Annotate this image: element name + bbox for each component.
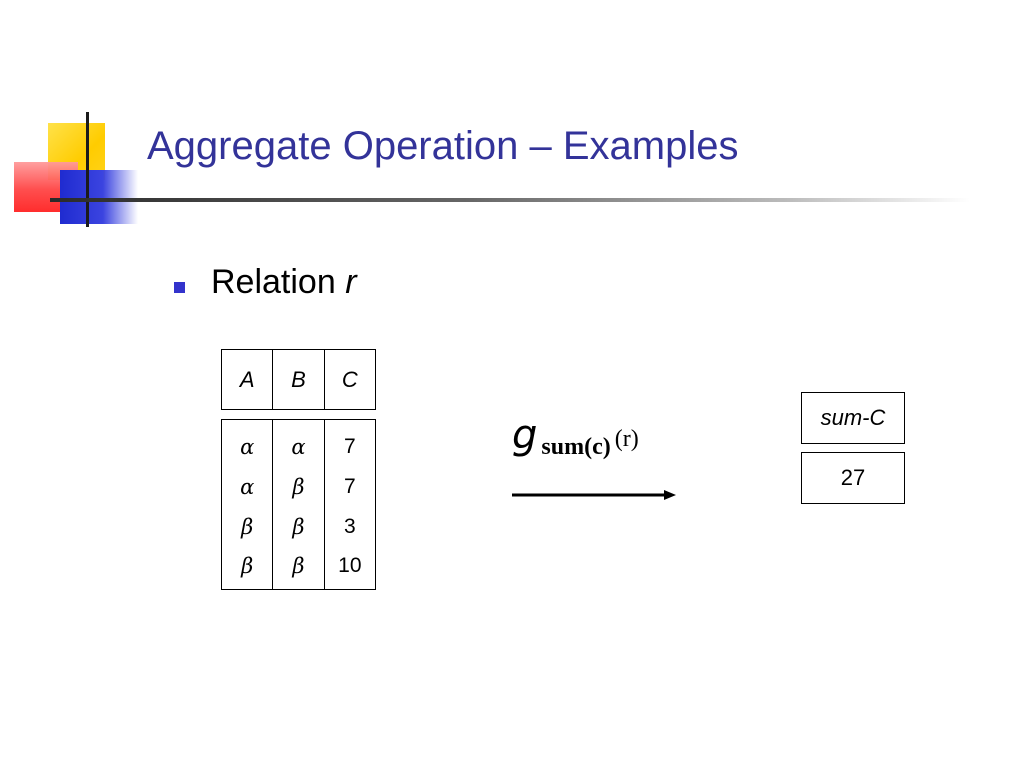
aggregate-symbol: g — [512, 412, 538, 458]
cell: 3 — [343, 514, 356, 538]
cell: 7 — [343, 435, 356, 458]
aggregate-subscript: sum(c) — [541, 434, 611, 460]
decor-blue-square — [60, 170, 138, 224]
header-b: B — [272, 350, 323, 409]
header-c: C — [323, 350, 375, 409]
slide-title: Aggregate Operation – Examples — [147, 124, 739, 168]
cell: α — [240, 435, 255, 459]
column-b: α β β β — [272, 420, 323, 589]
cell: α — [291, 435, 306, 459]
bullet-label: Relation — [211, 263, 346, 301]
cell: 7 — [343, 474, 356, 498]
decor-vertical-line — [86, 112, 89, 227]
result-header: sum-C — [801, 392, 905, 444]
cell: β — [241, 554, 254, 579]
result-value: 27 — [801, 452, 905, 504]
right-arrow-icon — [512, 490, 676, 500]
relation-header: A B C — [221, 349, 376, 410]
column-a: α α β β — [222, 420, 272, 589]
column-c: 7 7 3 10 — [323, 420, 375, 589]
cell: α — [240, 474, 255, 499]
cell: β — [241, 514, 254, 539]
bullet-text: Relation r — [211, 263, 357, 302]
cell: β — [292, 514, 305, 539]
bullet-square-icon — [174, 282, 185, 293]
cell: 10 — [338, 554, 362, 578]
relation-body: α α β β α β β β 7 7 3 10 — [221, 419, 376, 590]
cell: β — [292, 474, 305, 499]
title-underline — [50, 198, 970, 202]
cell: β — [292, 554, 305, 579]
header-a: A — [239, 366, 255, 392]
aggregate-argument: (r) — [614, 426, 639, 452]
bullet-variable: r — [345, 263, 357, 301]
